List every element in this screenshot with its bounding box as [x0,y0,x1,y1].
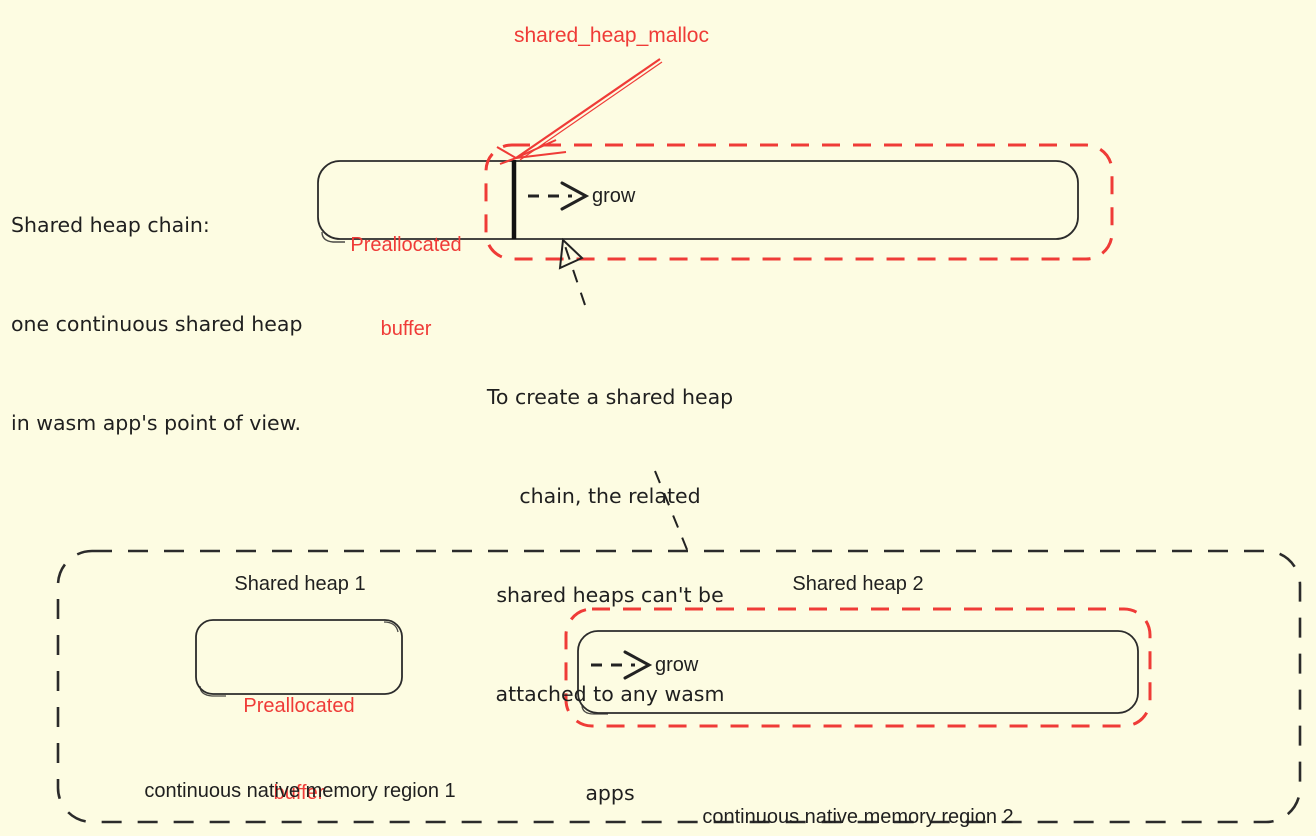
top-prealloc-line-2: buffer [380,318,432,340]
shared-heap-2-title: Shared heap 2 [792,573,924,595]
shared-heap-chain-note: To create a shared heap chain, the relat… [478,315,742,836]
shared-heap-malloc-leader-arrow [496,58,663,165]
note-upper-connector [558,237,586,306]
note-line-1: To create a shared heap [486,385,734,409]
native-memory-region-1-caption: continuous native memory region 1 (from … [110,719,490,836]
note-line-5: apps [585,781,635,805]
note-line-4: attached to any wasm [495,682,725,706]
region2-caption-line-1: continuous native memory region 2 [702,806,1014,828]
intro-line-1: Shared heap chain: [11,213,210,237]
shared-heap-malloc-label: shared_heap_malloc [514,24,709,47]
shared-heap-1-title: Shared heap 1 [234,573,366,595]
bottom-prealloc-line-1: Preallocated [243,695,355,717]
intro-line-2: one continuous shared heap [11,312,303,336]
bottom-preallocated-buffer-label: Preallocated buffer [212,634,386,836]
top-growable-region-dashed-box [484,143,1114,261]
top-prealloc-line-1: Preallocated [350,234,462,256]
top-grow-label: grow [592,185,636,207]
native-memory-region-2-caption: continuous native memory region 2 (WAMR … [668,745,1048,836]
note-line-2: chain, the related [519,484,701,508]
shared-heap-chain-description: Shared heap chain: one continuous shared… [11,143,302,506]
top-preallocated-buffer-label: Preallocated buffer [336,175,476,399]
top-grow-arrow [528,181,590,211]
bottom-grow-label: grow [655,654,699,676]
bottom-prealloc-line-2: buffer [273,782,325,804]
intro-line-3: in wasm app's point of view. [11,411,302,435]
note-line-3: shared heaps can't be [496,583,724,607]
region1-caption-line-1: continuous native memory region 1 [144,780,456,802]
